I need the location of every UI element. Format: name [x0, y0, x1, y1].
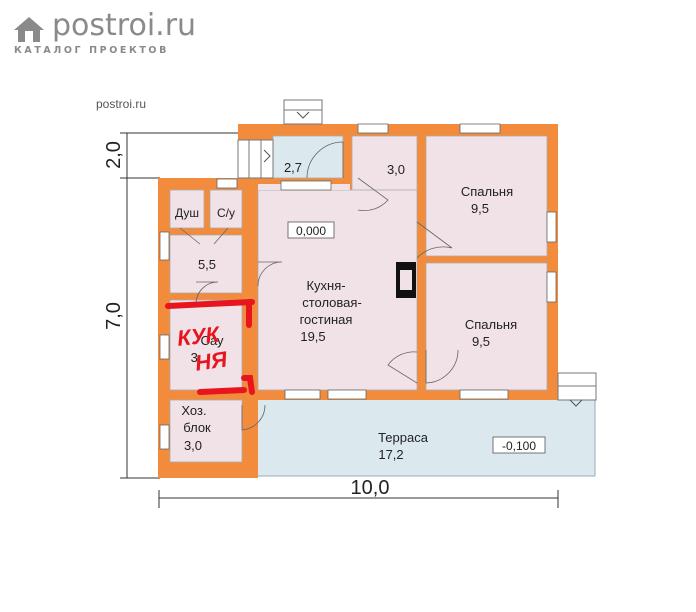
hall-small-area: 3,0 — [387, 162, 405, 177]
level-box-terrace — [492, 436, 546, 454]
markup-line2: НЯ — [194, 346, 230, 375]
storage-floor — [169, 399, 243, 463]
level-terrace: -0,100 — [502, 439, 536, 453]
storage-name-line2: блок — [183, 420, 211, 435]
logo-text: postroi.ru — [52, 8, 197, 43]
living-name-line2: столовая- — [302, 295, 362, 310]
dimension-bottom: 10,0 — [351, 477, 390, 499]
living-floor — [257, 189, 418, 391]
house-icon — [14, 17, 44, 42]
terrace-area: 17,2 — [378, 447, 403, 462]
step-arrows — [263, 111, 583, 407]
red-handwriting: КУК НЯ — [176, 321, 230, 375]
markup-line1: КУК — [176, 321, 222, 350]
corridor-area: 5,5 — [198, 257, 216, 272]
shower-floor — [169, 189, 205, 229]
living-area: 19,5 — [300, 329, 325, 344]
terrace-name: Терраса — [378, 430, 429, 445]
vestibule-area: 2,7 — [284, 160, 302, 175]
room-labels: 2,7 3,0 Спальня 9,5 Душ С/у 5,5 Кухня- с… — [175, 160, 517, 462]
site-logo: postroi.ru КАТАЛОГ ПРОЕКТОВ — [12, 8, 197, 58]
dimension-lines — [120, 132, 559, 508]
level-main: 0,000 — [296, 224, 326, 238]
wc-floor — [209, 189, 243, 229]
bedroom2-name: Спальня — [465, 317, 517, 332]
room-floors — [169, 135, 548, 463]
windows — [159, 123, 557, 450]
wc-label: С/у — [217, 206, 235, 220]
entrance-steps — [237, 99, 597, 401]
dimension-left: 7,0 — [103, 302, 125, 330]
bedroom1-floor — [425, 135, 548, 257]
bedroom1-name: Спальня — [461, 184, 513, 199]
bedroom2-floor — [425, 262, 548, 391]
living-name-line3: гостиная — [300, 312, 353, 327]
sauna-floor — [169, 299, 243, 391]
sauna-name: Сау — [200, 333, 224, 348]
level-box-main — [287, 221, 335, 239]
red-markup — [165, 299, 255, 395]
shower-label: Душ — [175, 206, 199, 220]
bedroom2-area: 9,5 — [472, 334, 490, 349]
watermark: postroi.ru — [96, 97, 147, 111]
bedroom1-area: 9,5 — [471, 201, 489, 216]
living-name-line1: Кухня- — [306, 278, 345, 293]
corridor-floor — [169, 234, 243, 294]
door-swings — [179, 141, 459, 431]
storage-name-line1: Хоз. — [181, 403, 206, 418]
sauna-area: 3, — [191, 350, 202, 365]
logo-subtitle: КАТАЛОГ ПРОЕКТОВ — [14, 45, 169, 56]
storage-area: 3,0 — [184, 438, 202, 453]
dimension-top: 2,0 — [103, 141, 125, 169]
